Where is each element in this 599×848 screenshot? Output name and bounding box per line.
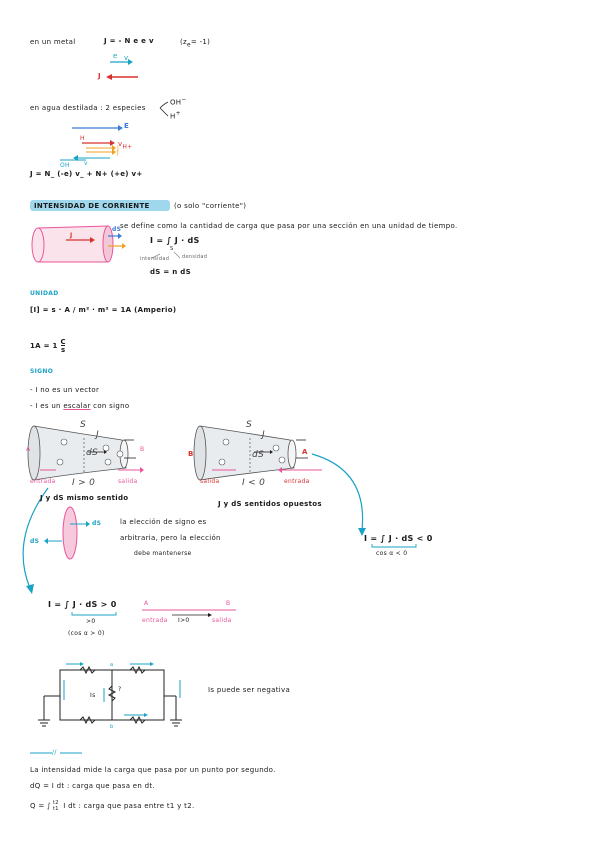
ab-salida: salida: [212, 617, 232, 624]
OH-label: OH: [60, 162, 70, 169]
formula-S-sub: S: [170, 246, 174, 252]
right-entrada: entrada: [284, 478, 310, 485]
e-label: e: [113, 52, 118, 60]
tube-dS: dS: [112, 226, 122, 233]
JH-label: J: [117, 145, 120, 152]
ze-open: (ze= -1): [180, 38, 211, 49]
node-b: b: [110, 724, 114, 730]
right-salida: salida: [200, 478, 220, 485]
right-B: B: [188, 450, 194, 458]
J-label: J: [98, 72, 101, 80]
right-dS: dS: [252, 450, 265, 460]
positive-formula: I = ∫ J · dS > 0: [48, 600, 117, 609]
dS-definition: dS = n dS: [150, 268, 191, 276]
left-dS: dS: [86, 448, 99, 458]
circuit-Is: Is: [90, 692, 96, 699]
section-title-unidad: UNIDAD: [30, 290, 59, 297]
water-line: en agua destilada : 2 especies: [30, 104, 146, 112]
circuit-note: Is puede ser negativa: [208, 686, 291, 694]
right-A: A: [302, 448, 308, 456]
section-title-signo: SIGNO: [30, 368, 54, 375]
vOH-label: v: [84, 160, 88, 167]
circuit: [38, 665, 182, 727]
tube-J: J: [70, 232, 73, 239]
choice-line-2: arbitraria, pero la elección: [120, 534, 221, 542]
h-label: H+: [170, 111, 181, 121]
intensidad-definition: se define como la cantidad de carga que …: [120, 222, 458, 230]
right-S: S: [246, 420, 253, 430]
ab-A: A: [144, 600, 149, 607]
ab-entrada: entrada: [142, 617, 168, 624]
v-label: v: [124, 54, 129, 62]
ab-I: I>0: [178, 617, 190, 624]
vH-label: vH+: [118, 140, 133, 151]
oh-label: OH−: [170, 97, 187, 107]
node-a: a: [110, 662, 114, 668]
signo-bullet-1: - I no es un vector: [30, 386, 100, 394]
surface-dS-left: dS: [30, 538, 40, 545]
left-entrada: entrada: [30, 478, 56, 485]
metal-formula: J = - N e e v: [104, 37, 154, 45]
metal-line: en un metal: [30, 38, 76, 46]
signo-bullet-2: - I es un escalar con signo: [30, 402, 130, 410]
left-I-positive: I > 0: [72, 478, 96, 488]
footer-line-2: dQ = I dt : carga que pasa en dt.: [30, 782, 155, 790]
negative-cos: cos α < 0: [376, 550, 408, 557]
H-label: H: [80, 135, 85, 142]
left-salida: salida: [118, 478, 138, 485]
left-B: B: [140, 446, 145, 453]
unit-equation: [I] = s · A / m² · m² = 1A (Amperio): [30, 306, 177, 314]
JOH-label: J: [117, 149, 120, 156]
ab-B: B: [226, 600, 231, 607]
right-J: J: [262, 430, 265, 440]
water-equation: J = N_ (-e) v_ + N+ (+e) v+: [30, 170, 143, 178]
separator: //: [52, 749, 57, 756]
intensidad-formula: I = ∫ J · dS: [150, 236, 200, 245]
negative-formula: I = ∫ J · dS < 0: [364, 534, 433, 543]
choice-line-1: la elección de signo es: [120, 518, 207, 526]
surface-dS-right: dS: [92, 520, 102, 527]
left-A: A: [26, 446, 31, 453]
section-title-intensidad: INTENSIDAD DE CORRIENTE: [34, 202, 150, 210]
footer-line-1: La intensidad mide la carga que pasa por…: [30, 766, 276, 774]
opposite-direction: J y dS sentidos opuestos: [218, 500, 322, 508]
left-J: J: [96, 430, 99, 440]
label-intensidad: intensidad: [140, 256, 170, 262]
positive-sub: >0: [86, 618, 96, 625]
circuit-question: ?: [118, 686, 122, 693]
positive-cos: (cos α > 0): [68, 630, 105, 637]
title-highlight: [30, 200, 170, 211]
intensidad-note: (o solo "corriente"): [174, 202, 247, 210]
E-label: E: [124, 122, 130, 130]
choice-line-3: debe mantenerse: [134, 550, 192, 557]
right-I-negative: I < 0: [242, 478, 266, 488]
same-direction: J y dS mismo sentido: [40, 494, 129, 502]
left-S: S: [80, 420, 87, 430]
label-densidad: densidad: [182, 254, 208, 260]
